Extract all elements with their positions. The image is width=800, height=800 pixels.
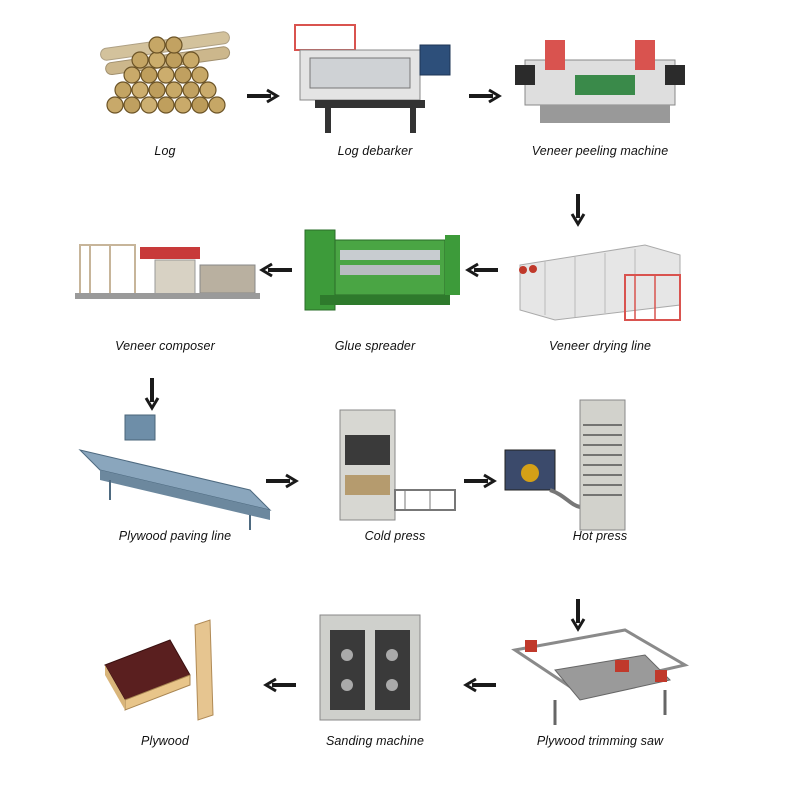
step-label: Log debarker [337, 144, 413, 158]
plywood-trimming-saw-icon [511, 628, 690, 725]
step-label: Log [154, 144, 176, 158]
right-arrow-icon [464, 473, 497, 489]
left-arrow-icon [263, 677, 296, 693]
veneer-drying-line-icon [519, 244, 681, 321]
step-label: Sanding machine [325, 734, 425, 748]
step-label: Veneer peeling machine [531, 144, 669, 158]
step-label: Hot press [572, 529, 628, 543]
veneer-peeling-machine-icon [515, 40, 685, 123]
step-label: Plywood paving line [118, 529, 232, 543]
down-arrow-icon [144, 378, 160, 411]
cold-press-icon [339, 409, 456, 521]
step-composer: Veneer composer [60, 205, 270, 380]
log-pile-icon [100, 31, 231, 114]
left-arrow-icon [465, 262, 498, 278]
step-label: Veneer composer [115, 339, 215, 353]
step-log: Log [60, 10, 270, 185]
veneer-composer-icon [75, 244, 260, 299]
step-label: Cold press [364, 529, 426, 543]
log-debarker-machine-icon [294, 24, 451, 133]
step-label: Glue spreader [334, 339, 416, 353]
step-peeling: Veneer peeling machine [495, 10, 705, 185]
step-plywood: Plywood [60, 600, 270, 775]
step-debarker: Log debarker [270, 10, 480, 185]
step-trimming: Plywood trimming saw [495, 600, 705, 775]
left-arrow-icon [463, 677, 496, 693]
right-arrow-icon [266, 473, 299, 489]
left-arrow-icon [259, 262, 292, 278]
step-sanding: Sanding machine [270, 600, 480, 775]
down-arrow-icon [570, 194, 586, 227]
step-glue: Glue spreader [270, 205, 480, 380]
right-arrow-icon [469, 88, 502, 104]
step-paving: Plywood paving line [70, 395, 280, 570]
step-label: Plywood [141, 734, 189, 748]
hot-press-icon [504, 399, 626, 531]
down-arrow-icon [570, 599, 586, 632]
sanding-machine-icon [319, 614, 421, 721]
plywood-boards-icon [104, 619, 214, 721]
step-coldpress: Cold press [290, 395, 500, 570]
right-arrow-icon [247, 88, 280, 104]
step-drying: Veneer drying line [495, 205, 705, 380]
step-hotpress: Hot press [495, 395, 705, 570]
glue-spreader-icon [304, 229, 460, 311]
plywood-paving-line-icon [78, 414, 272, 530]
step-label: Veneer drying line [548, 339, 652, 353]
step-label: Plywood trimming saw [536, 734, 664, 748]
